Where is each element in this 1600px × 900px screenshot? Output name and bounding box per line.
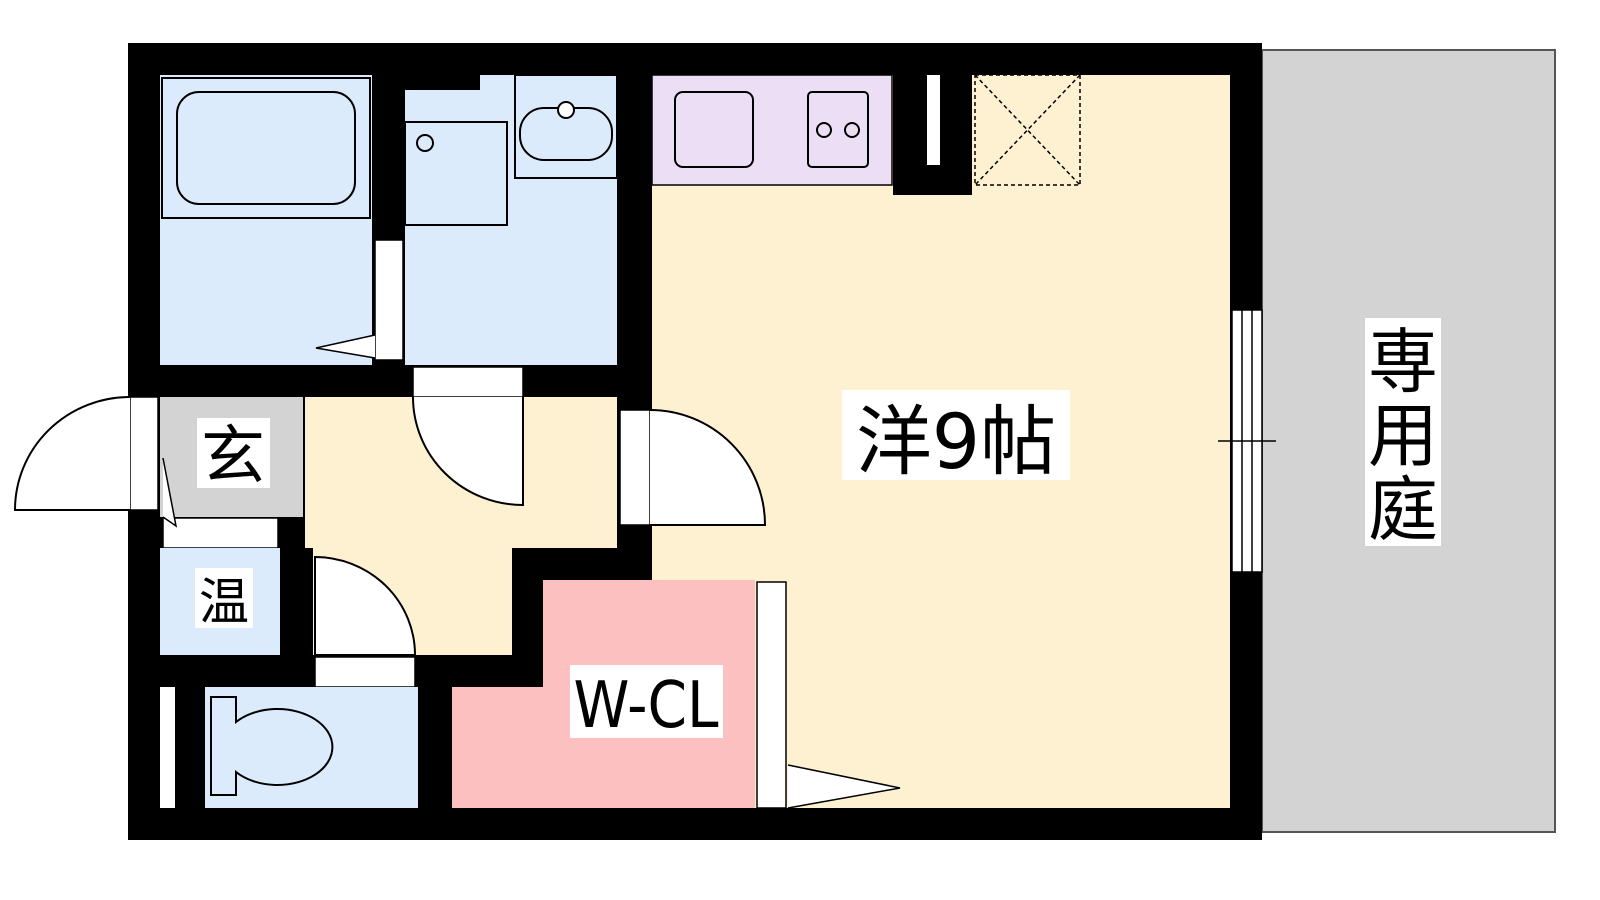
- vanity: [514, 74, 618, 179]
- water-heater-label: 温: [199, 573, 249, 631]
- toilet-room: [205, 687, 418, 808]
- burner-icon: [844, 122, 860, 138]
- closet-door: [756, 581, 787, 809]
- closet-label: W-CL: [574, 669, 719, 743]
- front-door[interactable]: [13, 396, 131, 511]
- room-doorway: [619, 409, 651, 526]
- storage-box: [974, 74, 1081, 186]
- drain-icon: [416, 134, 434, 152]
- room-door[interactable]: [649, 409, 767, 526]
- faucet-icon: [557, 101, 575, 119]
- stove: [807, 91, 869, 168]
- bathtub-inner: [176, 91, 356, 205]
- bathroom: [160, 75, 372, 365]
- kitchen-sink: [674, 91, 754, 168]
- bath-door-swing: [315, 334, 376, 359]
- garden-label-3: 庭: [1368, 469, 1438, 551]
- toilet-door[interactable]: [314, 555, 417, 656]
- washroom-door[interactable]: [412, 396, 524, 507]
- washroom-doorway: [412, 366, 524, 398]
- garden-label-1: 専: [1368, 321, 1438, 403]
- wall-segment: [405, 75, 480, 90]
- entrance-step: [162, 517, 279, 549]
- garden-label-2: 用: [1368, 395, 1438, 477]
- pillar-slot: [927, 75, 940, 165]
- washer-pan: [404, 121, 508, 226]
- bathtub: [161, 77, 371, 219]
- entrance-label: 玄: [201, 420, 265, 494]
- front-door-jamb: [129, 396, 159, 511]
- toilet-icon: [210, 696, 334, 796]
- burner-icon: [816, 122, 832, 138]
- bath-door: [374, 239, 404, 361]
- kitchen: [651, 74, 893, 186]
- closet-door-swing: [787, 764, 901, 809]
- washroom: [405, 75, 617, 365]
- toilet-doorway: [314, 656, 416, 688]
- main-room-label: 洋9帖: [856, 397, 1056, 486]
- toilet-window: [160, 687, 175, 808]
- shoe-cabinet-door: [162, 457, 178, 528]
